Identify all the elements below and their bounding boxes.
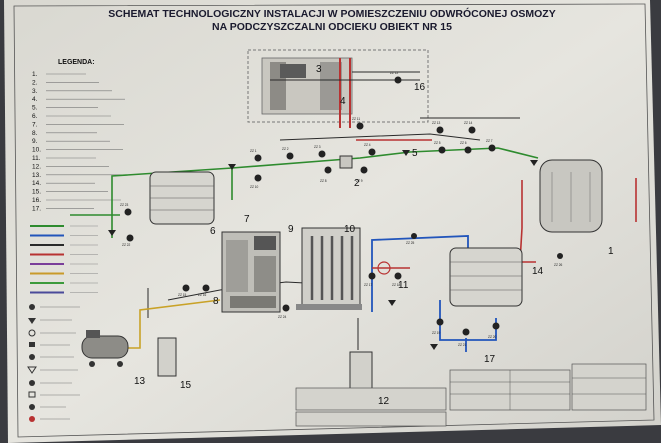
pump-11 (377, 261, 391, 275)
instrument-tag: ZZ 2 (282, 147, 289, 151)
red-pipeline (356, 139, 637, 269)
instrument-tag: ZZ 11 (352, 117, 360, 121)
canister-15 (157, 337, 177, 377)
legend-item-number: 5. (32, 105, 38, 112)
callout-3: 3 (316, 64, 322, 75)
callout-16: 16 (414, 82, 426, 93)
legend-item-number: 8. (32, 130, 38, 137)
instrument-tag: ZZ 13 (432, 121, 441, 125)
vessel-1 (539, 159, 603, 233)
callout-5: 5 (412, 148, 418, 159)
valves (108, 150, 538, 350)
compressor-13 (81, 330, 129, 367)
callout-7: 7 (244, 214, 250, 225)
legend-item-number: 1. (32, 71, 38, 78)
legend-item-number: 14. (32, 180, 41, 187)
legend-item-number: 7. (32, 121, 38, 128)
instrument-tag: ZZ 21 (458, 343, 467, 347)
instrument-tag: ZZ 24 (278, 315, 287, 319)
callout-14: 14 (532, 266, 544, 277)
legend-item-number: 16. (32, 197, 41, 204)
callout-6: 6 (210, 226, 216, 237)
callout-10: 10 (344, 224, 356, 235)
legend-item-number: 10. (32, 147, 41, 154)
callout-15: 15 (180, 380, 192, 391)
instrument-tag: ZZ 6 (460, 141, 467, 145)
drawing-frame (13, 3, 655, 438)
callout-9: 9 (288, 224, 294, 235)
legend-item-number: 3. (32, 88, 38, 95)
callout-4: 4 (340, 96, 346, 107)
callout-12: 12 (378, 396, 390, 407)
instrument-tag: ZZ 25 (406, 241, 415, 245)
instrument-tag: ZZ 18 (392, 283, 401, 287)
callout-11: 11 (398, 280, 409, 291)
membrane-module-10 (296, 227, 362, 310)
instrument-tag: ZZ 3 (314, 145, 321, 149)
legend-item-number: 17. (32, 205, 41, 212)
tank-6 (149, 171, 215, 225)
legend-item-number: 9. (32, 138, 38, 145)
ro-unit (221, 231, 281, 313)
instrument-tag: ZZ 20 (488, 335, 497, 339)
instrument-tag: ZZ 8 (320, 179, 327, 183)
instrument-tag: ZZ 15 (178, 293, 187, 297)
title-block (295, 363, 647, 427)
building-room (247, 49, 429, 128)
instrument-tag: ZZ 17 (364, 283, 373, 287)
symbol-legend (27, 304, 80, 422)
instrument-tag: ZZ 16 (198, 293, 207, 297)
legend-item-number: 15. (32, 189, 41, 196)
instrument-tag: ZZ 9 (356, 179, 363, 183)
tank-14 (449, 247, 523, 307)
legend-panel: LEGENDA: 1.2.3.4.5.6.7.8.9.10.11.12.13.1… (27, 59, 125, 422)
instrument-tag: ZZ 26 (554, 263, 563, 267)
legend-item-number: 2. (32, 79, 38, 86)
instrument-tag: ZZ 19 (432, 331, 441, 335)
title-line-1: SCHEMAT TECHNOLOGICZNY INSTALACJI W POMI… (108, 7, 555, 20)
instrument-tag: ZZ 1 (250, 149, 257, 153)
green-pipeline (70, 147, 539, 238)
legend-item-number: 6. (32, 113, 38, 120)
legend-item-number: 13. (32, 172, 41, 179)
instrument-tag: ZZ 14 (464, 121, 473, 125)
callout-1: 1 (608, 246, 614, 257)
instrument-tag: ZZ 23 (120, 203, 129, 207)
instrument-tag: ZZ 22 (122, 243, 131, 247)
instrument-tag: ZZ 10 (250, 185, 259, 189)
legend-heading: LEGENDA: (58, 59, 95, 66)
title-line-2: NA PODCZYSZCZALNI ODCIEKU OBIEKT NR 15 (212, 21, 452, 33)
callout-8: 8 (213, 296, 219, 307)
callout-13: 13 (134, 376, 146, 387)
instrument-markers (124, 76, 563, 336)
legend-item-number: 12. (32, 163, 41, 170)
pump-2 (339, 155, 353, 169)
legend-item-number: 11. (32, 155, 41, 162)
callout-2: 2 (354, 178, 360, 189)
instrument-tag: ZZ 7 (486, 139, 493, 143)
instrument-tag: ZZ 5 (434, 141, 441, 145)
instrument-tag: ZZ 12 (390, 71, 399, 75)
instrument-tag: ZZ 4 (364, 143, 371, 147)
callout-17: 17 (484, 354, 496, 365)
legend-item-number: 4. (32, 96, 38, 103)
